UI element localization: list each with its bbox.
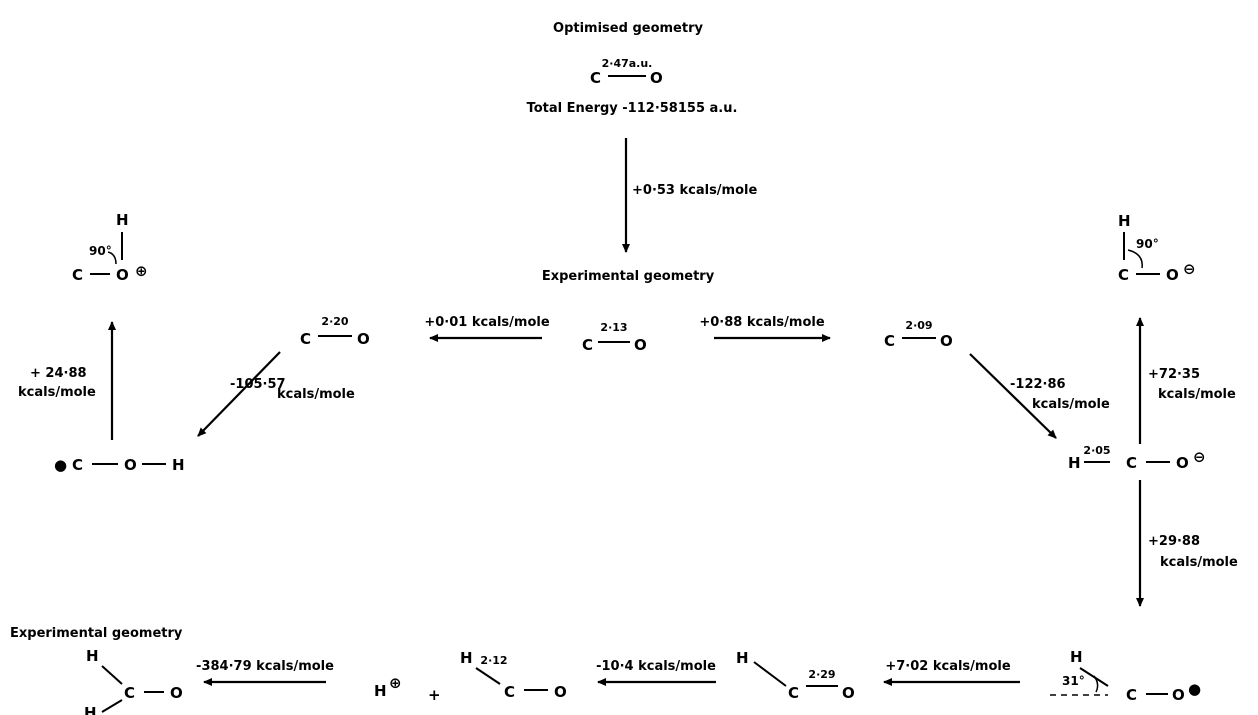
charge-negative: ⊖ [1193,448,1206,466]
atom-o: O [1172,686,1185,704]
charge-positive: ⊕ [135,262,148,280]
hc-bond [101,665,123,685]
atom-h: H [1070,648,1083,666]
energy-exp-to-220: +0·01 kcals/mole [424,315,549,330]
atom-c: C [884,332,895,350]
hco-229: H C 2·29 O [736,649,855,702]
atom-h: H [172,456,185,474]
atom-h: H [736,649,749,667]
energy-209-to-hco-value: -122·86 [1010,377,1066,392]
atom-o: O [124,456,137,474]
energy-220-to-coh-unit: kcals/mole [277,387,355,402]
atom-o: O [554,683,567,701]
charge-negative: ⊖ [1183,260,1196,278]
h2co: H C O H [84,647,183,715]
bond-length-label: 2·05 [1083,444,1110,457]
plus-sign: + [428,686,441,704]
angle-label: 90° [1136,237,1159,251]
bond-length-label: 2·13 [600,321,627,334]
atom-c: C [72,266,83,284]
charge-positive: ⊕ [389,674,402,692]
atom-o: O [357,330,370,348]
experimental-geometry-left: Experimental geometry [10,626,183,641]
co-209: C 2·09 O [884,319,953,350]
energy-220-to-coh-value: -105·57 [230,377,286,392]
bond-length-label: 2·09 [905,319,932,332]
atom-o: O [940,332,953,350]
co-213: C 2·13 O [582,321,647,354]
energy-hco-to-bent-value: +72·35 [1148,367,1200,382]
co-220: C 2·20 O [300,315,370,348]
atom-c: C [788,684,799,702]
atom-c: C [504,683,515,701]
energy-exp-to-209: +0·88 kcals/mole [699,315,824,330]
energy-coh-to-bent-value: + 24·88 [30,366,87,381]
atom-h: H [460,649,473,667]
energy-hco-to-bent-unit: kcals/mole [1158,387,1236,402]
angle-arc [107,251,117,265]
energy-hco-to-angled-value: +29·88 [1148,534,1200,549]
hc-bond [475,667,501,685]
arrow-220-to-coh [197,351,281,437]
energy-212-to-h2co: -384·79 kcals/mole [196,659,334,674]
hc-bond-2 [101,699,123,713]
atom-o: O [170,684,183,702]
atom-h: H [86,647,99,665]
energy-coh-to-bent-unit: kcals/mole [18,385,96,400]
optimised-geometry-title: Optimised geometry [553,21,703,36]
atom-c: C [300,330,311,348]
atom-o: O [1166,266,1179,284]
angle-label: 31° [1062,674,1085,688]
experimental-geometry-center: Experimental geometry [542,269,715,284]
bond-length-label: 2·47a.u. [602,57,653,70]
energy-209-to-hco-unit: kcals/mole [1032,397,1110,412]
coh-linear: ● C O H [54,456,185,474]
energy-angled-to-229: +7·02 kcals/mole [885,659,1010,674]
hco-angled-31: H 31° C O ● [1050,648,1201,704]
atom-c: C [1118,266,1129,284]
coh-bent-90: H 90° C O ⊕ [72,211,148,284]
hco-bent-90: H 90° C O ⊖ [1118,212,1196,284]
energy-hco-to-angled-unit: kcals/mole [1160,555,1238,570]
atom-c: C [1126,686,1137,704]
co-optimised: C 2·47a.u. O [590,57,663,87]
hco-205: H 2·05 C O ⊖ [1068,444,1206,472]
atom-c: C [124,684,135,702]
radical-dot: ● [54,456,67,474]
energy-opt-to-exp: +0·53 kcals/mole [632,183,757,198]
atom-o: O [634,336,647,354]
atom-c: C [72,456,83,474]
bond-length-label: 2·20 [321,315,348,328]
atom-o: O [842,684,855,702]
energy-229-to-212: -10·4 kcals/mole [596,659,716,674]
atom-c: C [582,336,593,354]
bond-length-label: 2·12 [480,654,507,667]
angle-label: 90° [89,244,112,258]
h-plus-hco-212: H ⊕ + H 2·12 C O [374,649,567,704]
atom-h: H [116,211,129,229]
total-energy-label: Total Energy -112·58155 a.u. [527,101,738,116]
angle-arc [1127,249,1143,269]
atom-h: H [374,682,387,700]
atom-h: H [1068,454,1081,472]
atom-h: H [84,704,97,715]
atom-c: C [590,69,601,87]
arrow-209-to-hco [969,353,1057,439]
atom-o: O [1176,454,1189,472]
atom-c: C [1126,454,1137,472]
atom-h: H [1118,212,1131,230]
angle-arc [1093,675,1099,693]
bond-length-label: 2·29 [808,668,835,681]
hc-bond [753,661,787,687]
charge-radical: ● [1188,680,1201,698]
atom-o: O [116,266,129,284]
atom-o: O [650,69,663,87]
